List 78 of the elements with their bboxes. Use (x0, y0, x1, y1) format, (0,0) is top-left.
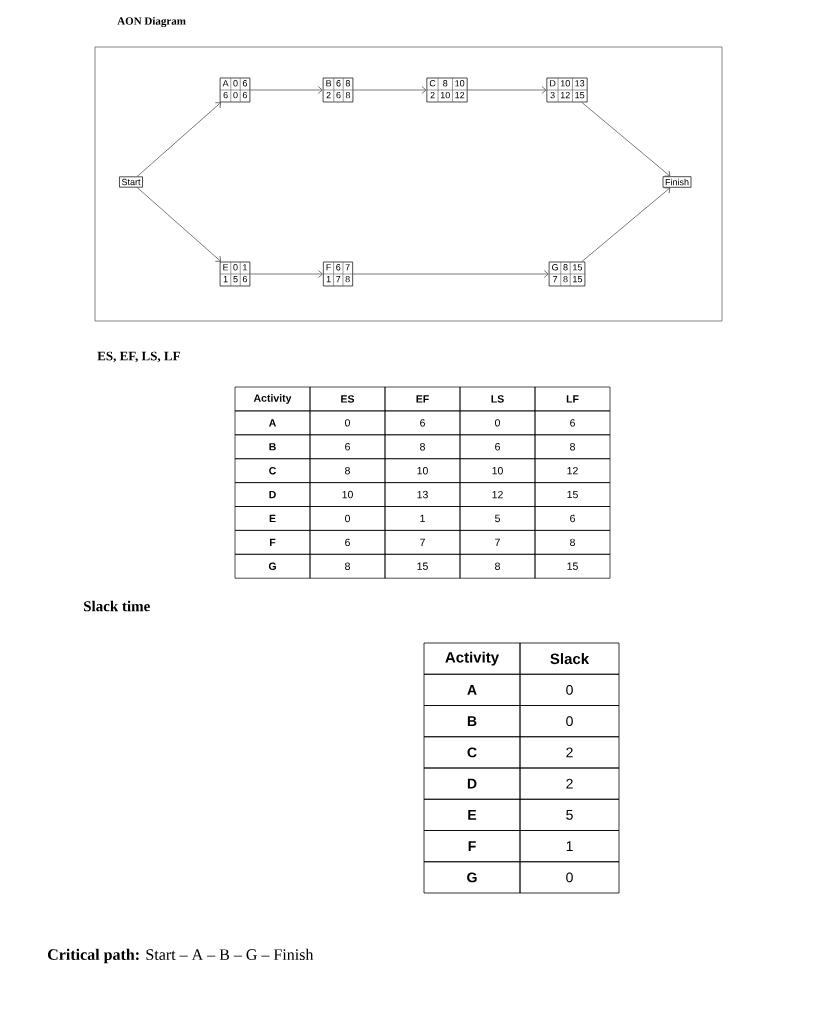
table-cell: 7 (384, 530, 461, 555)
activity-box: A 0 6 6 0 6 (219, 77, 251, 103)
event-box: Finish (662, 176, 692, 188)
table-cell: 6 (384, 410, 461, 436)
table-cell: 15 (534, 553, 611, 579)
table-cell: 1 (519, 830, 620, 863)
table-cell: Activity (234, 386, 311, 412)
table-cell: 5 (519, 798, 620, 831)
arrow (352, 86, 427, 94)
table-cell: 0 (519, 673, 620, 706)
table-cell: 10 (384, 458, 461, 483)
table-cell: LF (534, 386, 611, 412)
table-cell: F (234, 530, 311, 555)
activity-box: E 0 1 1 5 6 (219, 261, 251, 287)
table-cell: B (423, 705, 521, 738)
table-cell: 8 (384, 434, 461, 460)
table-cell: 6 (309, 434, 386, 460)
table-cell: 8 (534, 530, 611, 555)
table-cell: 8 (309, 458, 386, 483)
arrow (581, 187, 671, 262)
table-cell: 12 (459, 482, 536, 507)
activity-box: F 6 7 1 7 8 (323, 261, 353, 287)
table-cell: 6 (534, 506, 611, 531)
activity-box: B 6 8 2 6 8 (322, 77, 354, 103)
arrow (467, 86, 547, 94)
table-cell: 0 (519, 705, 620, 738)
table-cell: 8 (459, 553, 536, 579)
table-cell: LS (459, 386, 536, 412)
table-cell: 10 (459, 458, 536, 483)
table-cell: G (234, 553, 311, 579)
table-cell: 1 (384, 506, 461, 531)
table-cell: C (423, 736, 521, 769)
table-cell: 8 (534, 434, 611, 460)
table-cell: 12 (534, 458, 611, 483)
table-cell: Activity (423, 642, 521, 675)
table-cell: C (234, 458, 311, 483)
table-cell: 7 (459, 530, 536, 555)
arrow (136, 102, 221, 177)
arrow (352, 270, 549, 278)
table-cell: EF (384, 386, 461, 412)
table-cell: 0 (309, 506, 386, 531)
arrow (249, 86, 323, 94)
event-box: Start (119, 176, 143, 188)
table-cell: 0 (309, 410, 386, 436)
table-cell: 13 (384, 482, 461, 507)
heading: ES, EF, LS, LF (97, 351, 180, 363)
table-cell: 6 (309, 530, 386, 555)
activity-box: C 8 10 2 10 12 (426, 77, 468, 103)
table-cell: 5 (459, 506, 536, 531)
table-cell: E (234, 506, 311, 531)
table-cell: D (234, 482, 311, 507)
table-cell: E (423, 798, 521, 831)
critical-path-note: Critical path: Start – A – B – G – Finish (48, 948, 314, 964)
table-cell: 15 (384, 553, 461, 579)
table-cell: 0 (519, 861, 620, 894)
table-cell: 10 (309, 482, 386, 507)
table-cell: D (423, 767, 521, 800)
activity-box: G 8 15 7 8 15 (548, 261, 586, 287)
table-cell: 2 (519, 736, 620, 769)
activity-box: D 10 13 3 12 15 (546, 77, 588, 103)
table-cell: 6 (534, 410, 611, 436)
arrow (136, 187, 221, 262)
table-cell: 6 (459, 434, 536, 460)
table-cell: ES (309, 386, 386, 412)
table-cell: B (234, 434, 311, 460)
table-cell: A (234, 410, 311, 436)
table-cell: 0 (459, 410, 536, 436)
arrow (581, 102, 671, 177)
table-cell: F (423, 830, 521, 863)
table-cell: 2 (519, 767, 620, 800)
table-cell: Slack (519, 642, 620, 675)
table-cell: G (423, 861, 521, 894)
table-cell: 8 (309, 553, 386, 579)
heading: AON Diagram (117, 17, 186, 28)
heading: Slack time (84, 600, 150, 612)
arrow (249, 270, 323, 278)
table-cell: 15 (534, 482, 611, 507)
table-cell: A (423, 673, 521, 706)
